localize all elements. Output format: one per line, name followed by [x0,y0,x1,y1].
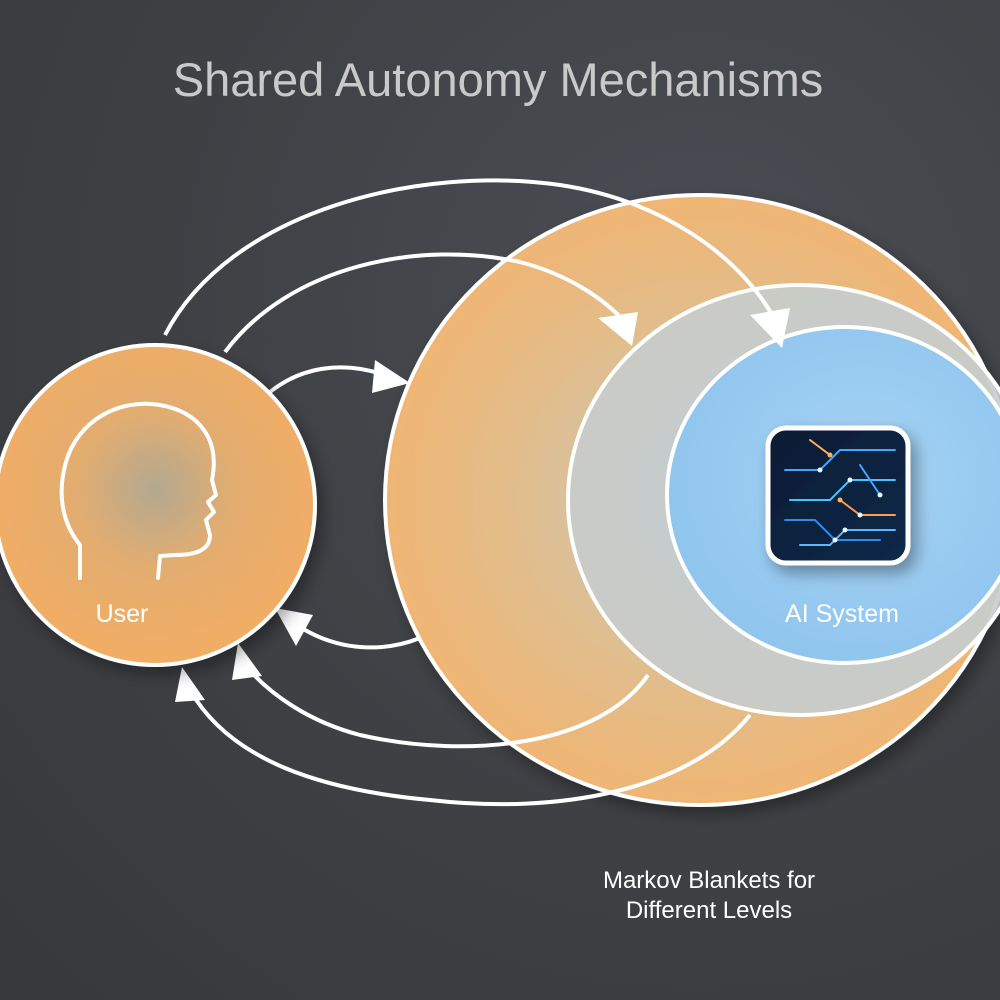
caption-line-2: Different Levels [626,897,792,924]
user-label: User [96,600,149,628]
arrow-inner-to-user [188,689,752,807]
caption-line-1: Markov Blankets for [603,867,815,894]
diagram-title: Shared Autonomy Mechanisms [173,53,824,106]
head-profile-icon [59,401,218,580]
arrowheads-incoming [175,608,313,702]
arrow-outer-to-inner [163,178,777,336]
user-node: User [0,343,317,667]
arrows-incoming [188,625,752,807]
arrow-middle-to-user [243,663,650,749]
ai-system-label: AI System [785,600,899,628]
arrowheads-outgoing [372,308,790,393]
arrow-outer-to-middle [223,252,627,354]
arrow-user-to-outer [268,365,386,394]
arrow-outer-to-user [298,625,421,650]
arrows-outgoing [163,178,777,394]
circuit-board-icon [765,425,911,566]
